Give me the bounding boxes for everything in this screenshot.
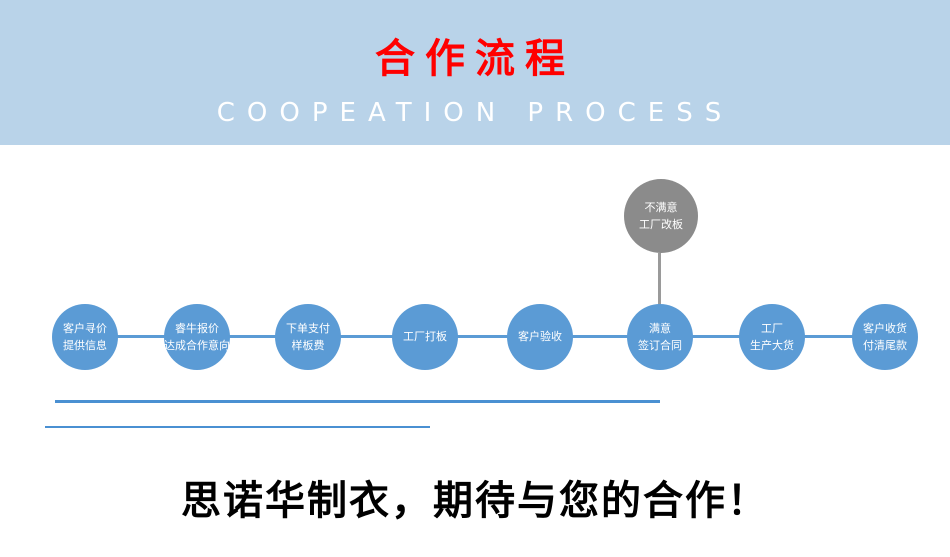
process-diagram: 不满意 工厂改板 客户寻价 提供信息 睿牛报价 达成合作意向 下单支付 样板费 … (0, 145, 950, 455)
node-label-line: 工厂打板 (403, 330, 447, 344)
node-label-line: 生产大货 (750, 339, 794, 352)
node-label-line: 达成合作意向 (164, 339, 230, 352)
node-label-line: 客户寻价 (63, 321, 107, 335)
flow-connector-line (85, 335, 885, 338)
node-label-line: 满意 (649, 321, 671, 335)
node-label-line: 签订合同 (638, 339, 682, 352)
node-label-line: 客户收货 (863, 321, 907, 335)
node-label-line: 工厂改板 (639, 218, 683, 231)
node-label-line: 提供信息 (63, 339, 107, 352)
decorative-line-long (55, 400, 660, 403)
banner: 合作流程 COOPEATION PROCESS (0, 0, 950, 145)
node-label-line: 付清尾款 (863, 339, 907, 352)
flow-node-order-payment: 下单支付 样板费 (275, 304, 341, 370)
flow-node-not-satisfied: 不满意 工厂改板 (624, 179, 698, 253)
decorative-line-short (45, 426, 430, 428)
flow-node-contract: 满意 签订合同 (627, 304, 693, 370)
node-label-line: 工厂 (761, 321, 783, 335)
banner-title: 合作流程 (375, 36, 575, 82)
flow-node-quote: 睿牛报价 达成合作意向 (164, 304, 230, 370)
flow-node-sample: 工厂打板 (392, 304, 458, 370)
node-label-line: 睿牛报价 (175, 321, 219, 335)
node-label-line: 客户验收 (518, 330, 562, 344)
flow-node-production: 工厂 生产大货 (739, 304, 805, 370)
node-label-line: 不满意 (644, 200, 678, 214)
flow-node-inquiry: 客户寻价 提供信息 (52, 304, 118, 370)
flow-node-delivery: 客户收货 付清尾款 (852, 304, 918, 370)
node-label-line: 下单支付 (286, 321, 330, 335)
alt-branch-line (658, 253, 661, 307)
node-label-line: 样板费 (291, 339, 325, 352)
banner-subtitle: COOPEATION PROCESS (216, 98, 734, 128)
flow-node-acceptance: 客户验收 (507, 304, 573, 370)
footer-slogan: 思诺华制衣，期待与您的合作！ (181, 478, 769, 524)
